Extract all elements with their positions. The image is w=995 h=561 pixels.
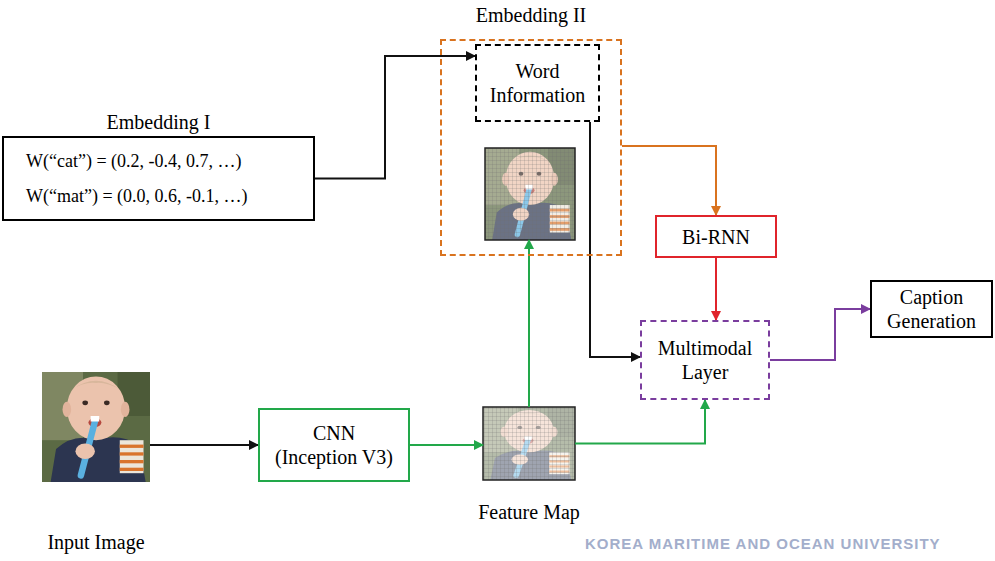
word-box: Word Information bbox=[475, 44, 600, 122]
embedded-photo bbox=[485, 148, 575, 240]
group-border: Word Information bbox=[440, 39, 622, 256]
feature-map-photo bbox=[483, 407, 575, 480]
fusion-box: Multimodal Layer bbox=[640, 320, 770, 400]
input-photo bbox=[42, 372, 150, 482]
feature-map-grid bbox=[483, 407, 575, 480]
group-border: W(“cat”) = (0.2, -0.4, 0.7, …) W(“mat”) =… bbox=[2, 136, 315, 221]
embedded-frame bbox=[485, 148, 575, 240]
connector bbox=[622, 146, 716, 215]
feature-map: Feature Map bbox=[466, 407, 592, 524]
embedding-group: Embedding II Word Information bbox=[440, 3, 622, 256]
connector bbox=[590, 122, 640, 357]
rnn-box: Bi-RNN bbox=[655, 215, 777, 258]
node-label: W(“cat”) = (0.2, -0.4, 0.7, …) bbox=[26, 150, 242, 172]
image-frame bbox=[483, 407, 575, 480]
group-heading: Embedding I bbox=[2, 110, 315, 134]
input-image: Input Image bbox=[30, 372, 162, 554]
connector bbox=[150, 444, 258, 446]
embedding-box: Embedding IW(“cat”) = (0.2, -0.4, 0.7, …… bbox=[2, 110, 315, 221]
node-label: W(“mat”) = (0.0, 0.6, -0.1, …) bbox=[26, 185, 248, 207]
watermark: KOREA MARITIME AND OCEAN UNIVERSITY bbox=[585, 534, 941, 554]
feature-map-frame bbox=[483, 407, 575, 480]
node-label: Feature Map bbox=[466, 500, 592, 524]
image-frame bbox=[42, 372, 150, 482]
connector bbox=[315, 56, 475, 179]
group-heading: Embedding II bbox=[440, 3, 622, 27]
connector bbox=[770, 309, 870, 360]
embedded-grid bbox=[485, 148, 575, 240]
node-label: Bi-RNN bbox=[682, 225, 750, 249]
connector bbox=[528, 240, 530, 407]
embedded-tint bbox=[485, 148, 575, 240]
node-label: Input Image bbox=[30, 530, 162, 554]
connector bbox=[715, 258, 717, 320]
cnn-box: CNN (Inception V3) bbox=[258, 408, 410, 482]
connector bbox=[410, 444, 483, 446]
output-box: Caption Generation bbox=[870, 280, 993, 338]
feature-map-tint bbox=[483, 407, 575, 480]
node-label: Caption Generation bbox=[874, 285, 989, 333]
feature-map-picture bbox=[483, 407, 575, 480]
connector bbox=[575, 400, 705, 444]
node-label: Word Information bbox=[481, 59, 594, 107]
node-label: Multimodal Layer bbox=[646, 336, 764, 384]
node-label: CNN (Inception V3) bbox=[272, 421, 396, 469]
embedded-feature-picture bbox=[485, 148, 575, 240]
